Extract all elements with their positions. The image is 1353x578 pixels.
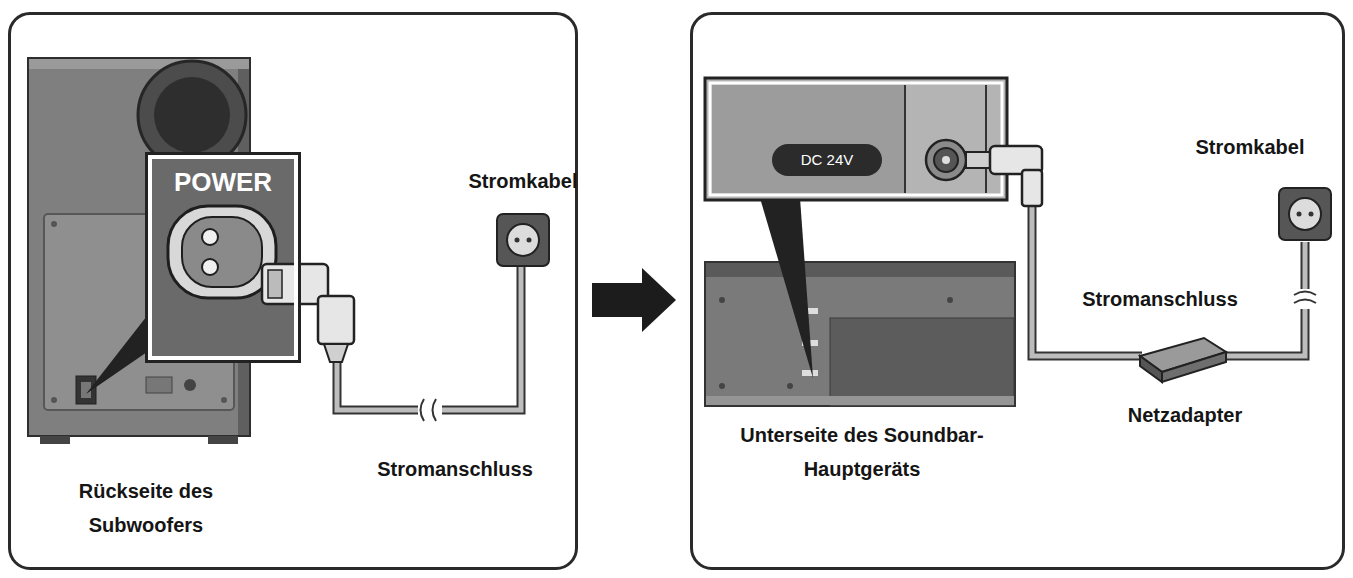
- callout-title: POWER: [152, 159, 294, 198]
- panel-caption: Unterseite des Soundbar-Hauptgeräts: [724, 418, 1000, 486]
- outlet-label: Stromkabel: [1196, 136, 1305, 159]
- port-text: DC 24V: [772, 144, 882, 176]
- wall-outlet: [1279, 188, 1331, 240]
- cable-label: Stromanschluss: [1082, 288, 1238, 311]
- outlet-label: Stromkabel: [469, 170, 578, 193]
- dc-plug: [966, 146, 1316, 356]
- power-plug: [262, 264, 521, 421]
- step-panel: DC 24V Unterseite des Soundbar-Hauptgerät…: [690, 12, 1345, 570]
- soundbar-underside: [705, 262, 1015, 406]
- zoom-callout: [705, 78, 1007, 378]
- panel-caption: Rückseite des Subwoofers: [58, 474, 234, 542]
- zoom-callout-box: POWER: [148, 155, 298, 360]
- power-adapter: [1140, 338, 1226, 382]
- adapter-label: Netzadapter: [1128, 404, 1242, 427]
- port-label: DC 24V: [772, 144, 882, 176]
- step-panel: POWER Rückseite des Subwoofers: [8, 12, 578, 570]
- wall-outlet: [497, 214, 549, 266]
- cable-label: Stromanschluss: [377, 458, 533, 481]
- step-arrow: [592, 268, 676, 332]
